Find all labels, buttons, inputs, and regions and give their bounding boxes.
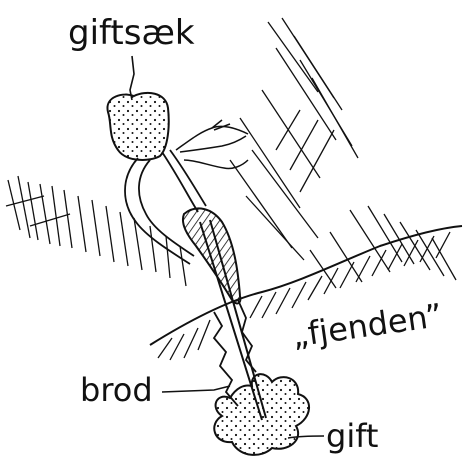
curved-tube — [125, 158, 194, 264]
label-venom-sac: giftsæk — [68, 16, 195, 50]
fiber-tuft — [176, 120, 248, 169]
venom-sac — [107, 93, 168, 160]
leader-venom-sac — [130, 56, 134, 100]
hair-hatching-right — [310, 206, 456, 288]
label-stinger: brod — [80, 374, 153, 406]
hair-hatching-upper — [230, 18, 358, 260]
label-venom: gift — [326, 420, 378, 452]
leader-stinger — [162, 386, 230, 392]
